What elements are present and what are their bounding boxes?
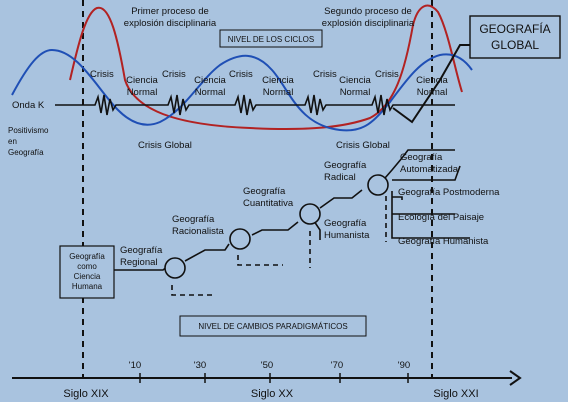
decade-label-50: '50 xyxy=(261,360,273,371)
regional-line1: Geografía xyxy=(120,245,163,256)
normal-science-3-line1: Ciencia xyxy=(262,75,294,86)
radical-line1: Geografía xyxy=(324,160,367,171)
human-box-line4: Humana xyxy=(72,282,103,291)
time-axis-arrow xyxy=(509,370,522,386)
normal-science-1-line2: Normal xyxy=(127,87,158,98)
crisis-label-4: Crisis xyxy=(313,69,337,80)
first-explosion-line2: explosión disciplinaria xyxy=(124,18,217,29)
global-box-line2: GLOBAL xyxy=(491,38,539,52)
normal-science-3-line2: Normal xyxy=(263,87,294,98)
automated-line1: Geografía xyxy=(400,152,443,163)
rationalist-line2: Racionalista xyxy=(172,226,224,237)
normal-science-1-line1: Ciencia xyxy=(126,75,158,86)
paradigm-dashed-branches xyxy=(171,196,387,296)
normal-science-2-line1: Ciencia xyxy=(194,75,226,86)
global-crisis-label-2: Crisis Global xyxy=(336,140,390,151)
radical-line2: Radical xyxy=(324,172,356,183)
crisis-label-1: Crisis xyxy=(90,69,114,80)
node-regional xyxy=(164,257,186,279)
normal-science-2-line2: Normal xyxy=(195,87,226,98)
decade-label-70: '70 xyxy=(331,360,343,371)
positivism-line1: Positivismo xyxy=(8,126,49,135)
paradigm-level-label: NIVEL DE CAMBIOS PARADIGMÁTICOS xyxy=(198,322,347,331)
onda-k-label: Onda K xyxy=(12,100,45,111)
humanist2-label: Geografía Humanista xyxy=(398,236,489,247)
global-crisis-label: Crisis Global xyxy=(138,140,192,151)
red-curve xyxy=(69,4,463,130)
century-label-xx: Siglo XX xyxy=(251,388,294,400)
normal-science-5-line1: Ciencia xyxy=(416,75,448,86)
positivism-line2: en xyxy=(8,137,17,146)
human-box-line1: Geografía xyxy=(69,252,105,261)
first-explosion-line1: Primer proceso de xyxy=(131,6,209,17)
normal-science-5-line2: Normal xyxy=(417,87,448,98)
paradigm-tree xyxy=(114,149,470,271)
century-label-xix: Siglo XIX xyxy=(63,388,109,400)
onda-k-line xyxy=(55,94,455,116)
node-radical xyxy=(367,174,389,196)
century-label-xxi: Siglo XXI xyxy=(433,388,478,400)
crisis-label-3: Crisis xyxy=(229,69,253,80)
cycles-level-box xyxy=(219,29,323,48)
rationalist-line1: Geografía xyxy=(172,214,215,225)
cycles-level-label: NIVEL DE LOS CICLOS xyxy=(228,35,314,44)
human-science-box xyxy=(59,245,115,299)
global-box-line1: GEOGRAFÍA xyxy=(479,21,550,36)
positivism-line3: Geografía xyxy=(8,148,44,157)
second-explosion-line2: explosión disciplinaria xyxy=(322,18,415,29)
human-box-line3: Ciencia xyxy=(74,272,101,281)
decade-label-30: '30 xyxy=(194,360,206,371)
decade-label-10: '10 xyxy=(129,360,141,371)
regional-line2: Regional xyxy=(120,257,158,268)
node-rationalist xyxy=(229,228,251,250)
crisis-label-2: Crisis xyxy=(162,69,186,80)
global-rise-line xyxy=(392,44,470,124)
landscape-label: Ecología del Paisaje xyxy=(398,212,484,223)
human-box-line2: como xyxy=(77,262,97,271)
quantitative-line2: Cuantitativa xyxy=(243,198,294,209)
decade-label-90: '90 xyxy=(398,360,410,371)
quantitative-line1: Geografía xyxy=(243,186,286,197)
humanist1-line1: Geografía xyxy=(324,218,367,229)
humanist1-line2: Humanista xyxy=(324,230,370,241)
crisis-label-5: Crisis xyxy=(375,69,399,80)
normal-science-4-line1: Ciencia xyxy=(339,75,371,86)
automated-line2: Automatizada xyxy=(400,164,459,175)
postmodern-label: Geografía Postmoderna xyxy=(398,187,500,198)
second-explosion-line1: Segundo proceso de xyxy=(324,6,412,17)
blue-curve xyxy=(11,48,473,132)
axis-ticks xyxy=(139,373,409,383)
normal-science-4-line2: Normal xyxy=(340,87,371,98)
global-box xyxy=(469,15,561,59)
node-quantitative xyxy=(299,203,321,225)
paradigm-level-box xyxy=(179,315,367,337)
